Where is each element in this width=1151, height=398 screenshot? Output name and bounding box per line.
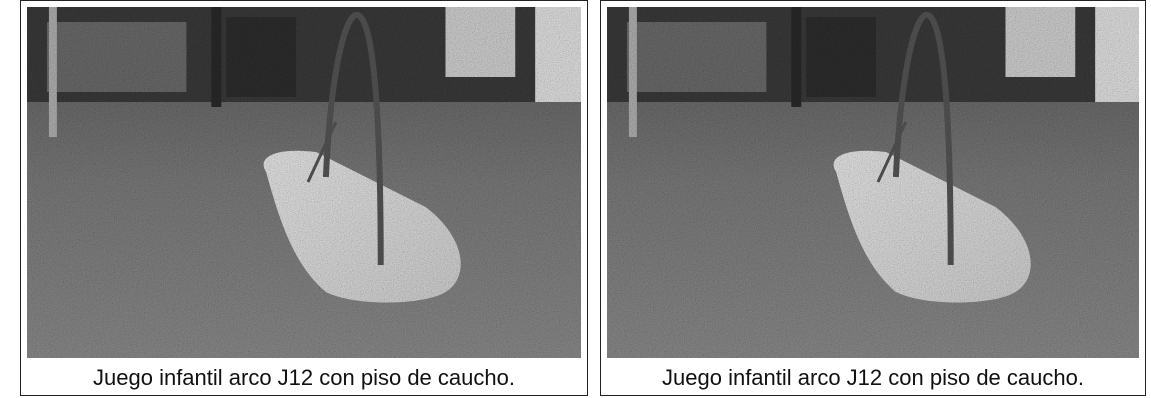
figure-left: Juego infantil arco J12 con piso de cauc… (20, 0, 588, 396)
playground-arch-photo (607, 7, 1139, 358)
figure-right: Juego infantil arco J12 con piso de cauc… (600, 0, 1146, 396)
figure-caption: Juego infantil arco J12 con piso de cauc… (662, 365, 1084, 390)
playground-arch-photo (27, 7, 581, 358)
figure-caption: Juego infantil arco J12 con piso de cauc… (93, 365, 515, 390)
